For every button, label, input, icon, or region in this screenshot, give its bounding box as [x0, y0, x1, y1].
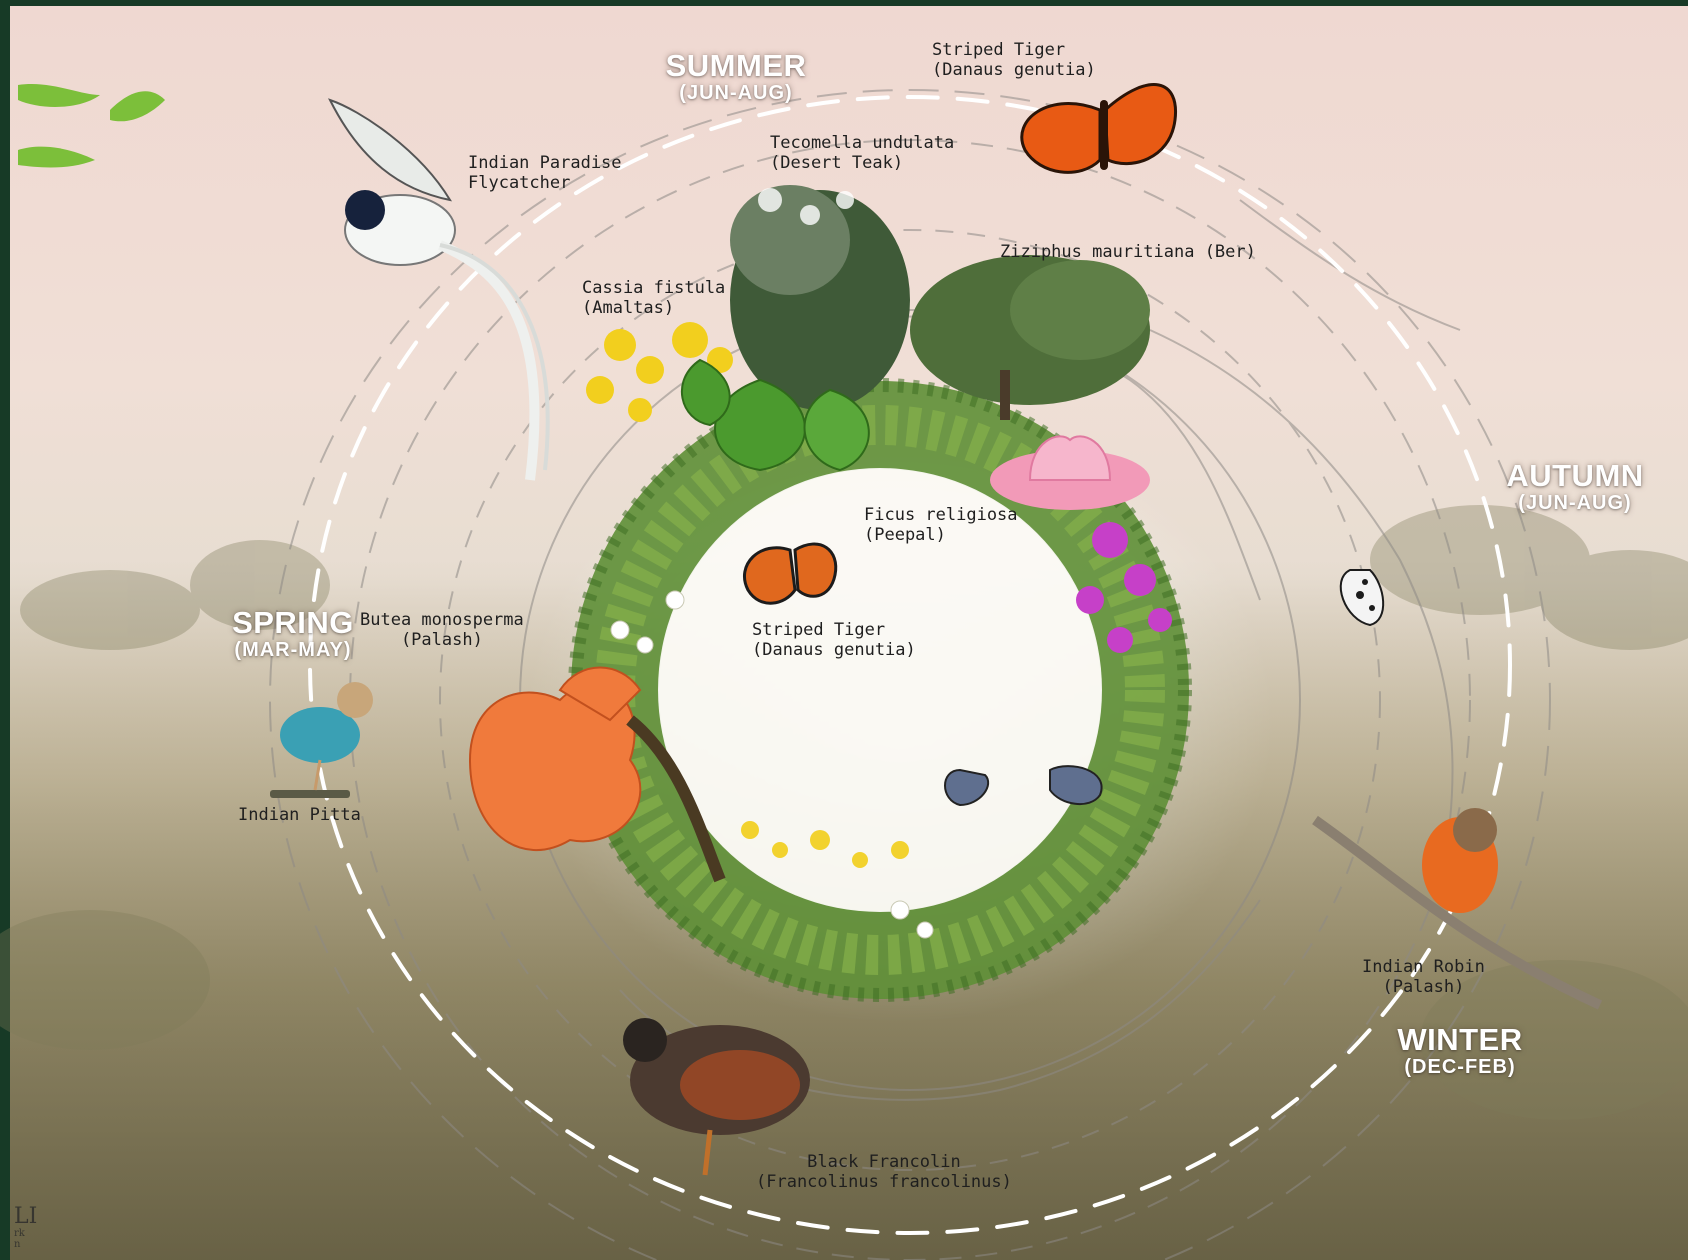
label-ziziphus: Ziziphus mauritiana (Ber) [1000, 242, 1256, 262]
season-summer-name: SUMMER [656, 50, 816, 82]
season-spring: SPRING (MAR-MAY) [218, 607, 368, 661]
label-ficus: Ficus religiosa (Peepal) [864, 505, 1018, 545]
label-striped-tiger-center: Striped Tiger (Danaus genutia) [752, 620, 916, 660]
label-black-francolin: Black Francolin (Francolinus francolinus… [756, 1152, 1012, 1192]
palash-flowers [470, 668, 640, 851]
desert-teak-tree [730, 185, 910, 410]
label-line: Indian Paradise [468, 153, 622, 173]
corner-watermark: LI rk n [14, 1206, 37, 1250]
season-winter-range: (DEC-FEB) [1380, 1056, 1540, 1078]
corner-mark-line: n [14, 1239, 37, 1250]
label-line: Cassia fistula [582, 278, 725, 298]
season-winter: WINTER (DEC-FEB) [1380, 1024, 1540, 1078]
label-line: Ziziphus mauritiana (Ber) [1000, 242, 1256, 262]
label-line: Tecomella undulata [770, 133, 954, 153]
label-line: Indian Robin [1362, 957, 1485, 977]
label-line: Butea monosperma [360, 610, 524, 630]
label-tecomella: Tecomella undulata (Desert Teak) [770, 133, 954, 173]
label-line: Flycatcher [468, 173, 622, 193]
label-indian-robin: Indian Robin (Palash) [1362, 957, 1485, 997]
label-line: (Francolinus francolinus) [756, 1172, 1012, 1192]
label-line: Black Francolin [756, 1152, 1012, 1172]
label-indian-pitta: Indian Pitta [238, 805, 361, 825]
label-line: Ficus religiosa [864, 505, 1018, 525]
label-striped-tiger-top: Striped Tiger (Danaus genutia) [932, 40, 1096, 80]
label-butea: Butea monosperma (Palash) [360, 610, 524, 650]
season-summer: SUMMER (JUN-AUG) [656, 50, 816, 104]
label-line: (Danaus genutia) [932, 60, 1096, 80]
season-summer-range: (JUN-AUG) [656, 82, 816, 104]
season-spring-name: SPRING [218, 607, 368, 639]
striped-tiger-butterfly-center [744, 544, 835, 603]
season-spring-range: (MAR-MAY) [218, 639, 368, 661]
season-autumn-name: AUTUMN [1490, 460, 1660, 492]
parakeets [18, 84, 165, 167]
label-line: Indian Pitta [238, 805, 361, 825]
season-winter-name: WINTER [1380, 1024, 1540, 1056]
label-line: (Peepal) [864, 525, 1018, 545]
label-line: (Desert Teak) [770, 153, 954, 173]
label-line: (Palash) [360, 630, 524, 650]
label-line: (Palash) [1362, 977, 1485, 997]
label-line: (Amaltas) [582, 298, 725, 318]
label-cassia: Cassia fistula (Amaltas) [582, 278, 725, 318]
corner-mark-line: rk [14, 1228, 37, 1239]
season-autumn-range: (JUN-AUG) [1490, 492, 1660, 514]
striped-tiger-butterfly-top [1022, 85, 1176, 173]
spotted-butterfly [1341, 570, 1383, 625]
season-autumn: AUTUMN (JUN-AUG) [1490, 460, 1660, 514]
corner-mark-line: LI [14, 1206, 37, 1228]
label-line: Striped Tiger [752, 620, 916, 640]
label-paradise-flycatcher: Indian Paradise Flycatcher [468, 153, 622, 193]
label-line: Striped Tiger [932, 40, 1096, 60]
label-line: (Danaus genutia) [752, 640, 916, 660]
